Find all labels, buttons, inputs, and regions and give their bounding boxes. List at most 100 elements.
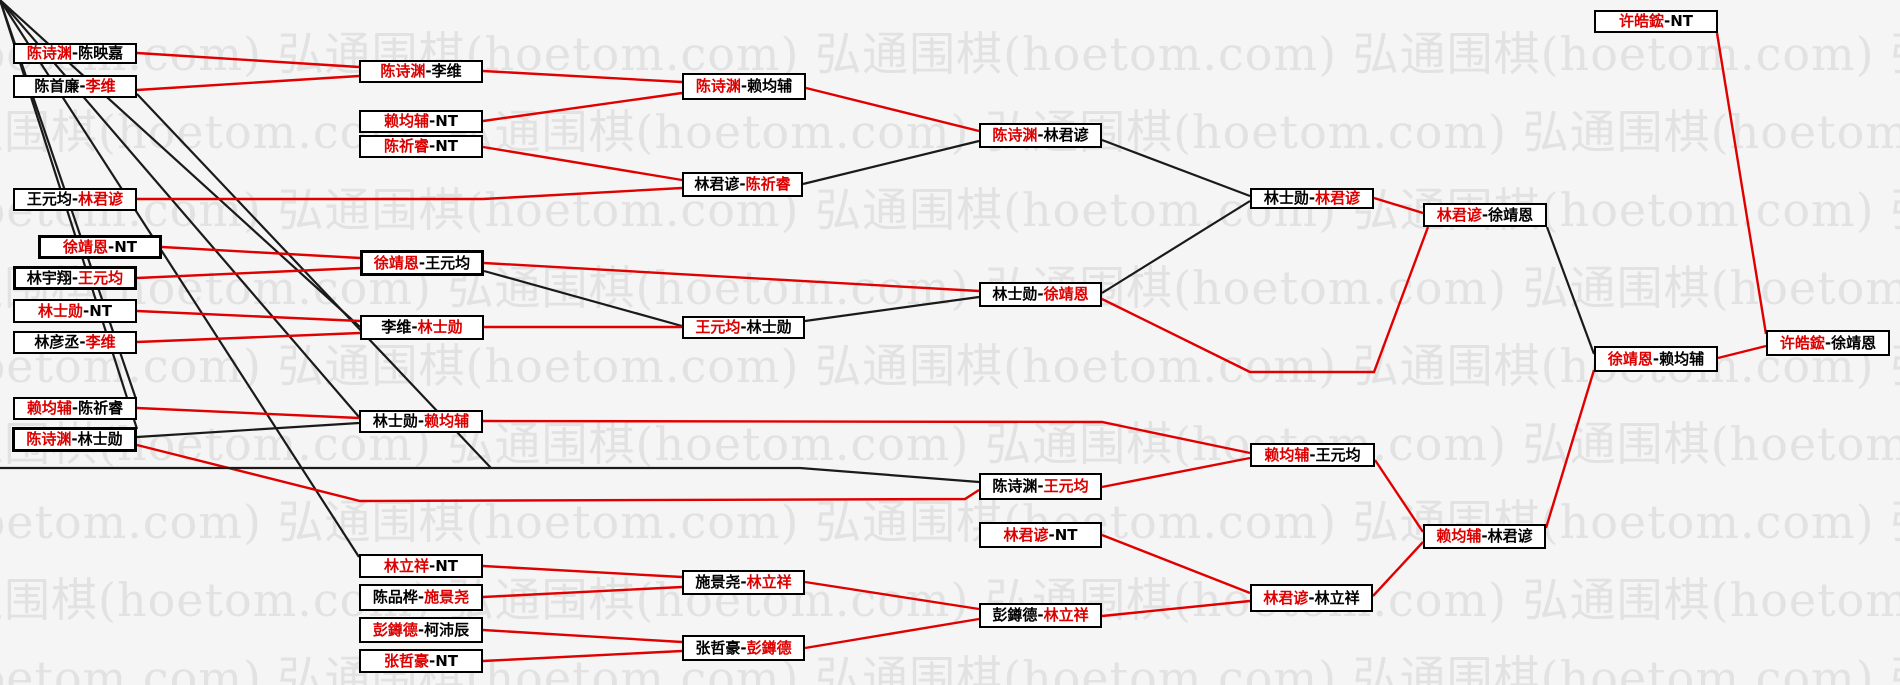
loser-name: -NT: [429, 651, 459, 670]
winner-name: 林君谚: [1003, 525, 1049, 544]
match-box-linyancheng-liwei[interactable]: 林彦丞-李维: [13, 331, 137, 354]
match-box-laijunfu-chenqirui[interactable]: 赖均辅-陈祈睿: [13, 397, 137, 420]
match-box-pengzunde-linlixiang[interactable]: 彭鐏德-林立祥: [979, 603, 1102, 628]
match-box-laijunfu-wangyuanjun[interactable]: 赖均辅-王元均: [1250, 443, 1375, 467]
match-box-linshixun-laijunfu[interactable]: 林士勋-赖均辅: [359, 410, 483, 433]
match-box-chenshiyuan-wangyuanjun[interactable]: 陈诗渊-王元均: [979, 473, 1102, 500]
match-box-linjunyan-chenqirui[interactable]: 林君谚-陈祈睿: [682, 172, 803, 197]
match-box-linjunyan-xujingen[interactable]: 林君谚-徐靖恩: [1423, 203, 1547, 227]
loser-name: 王元均-: [26, 190, 79, 208]
winner-path-line: [1101, 226, 1430, 374]
match-box-chenqirui-nt[interactable]: 陈祈睿-NT: [359, 135, 483, 158]
winner-path-line: [1373, 196, 1424, 215]
watermark-text: 弘通围棋(hoetom.com) 弘通围棋(hoetom.com) 弘通围棋(h…: [0, 573, 1900, 627]
match-box-chenshiyuan-linjunyan[interactable]: 陈诗渊-林君谚: [979, 123, 1102, 148]
loser-name: -NT: [1664, 12, 1694, 30]
match-box-zhangzhehao-pengzunde[interactable]: 张哲豪-彭鐏德: [682, 635, 805, 661]
winner-name: 许皓鋐: [1779, 333, 1825, 352]
winner-name: 陈诗渊: [380, 62, 426, 80]
watermark-text: 弘通围棋(hoetom.com) 弘通围棋(hoetom.com) 弘通围棋(h…: [0, 495, 1900, 549]
winner-name: 林君谚: [1315, 189, 1361, 207]
match-box-xujingen-nt[interactable]: 徐靖恩-NT: [38, 235, 162, 259]
match-box-xujingen-wangyuanjun[interactable]: 徐靖恩-王元均: [360, 250, 484, 276]
match-box-linyuxiang-wangyuanjun[interactable]: 林宇翔-王元均: [13, 266, 137, 290]
winner-path-line: [136, 74, 360, 92]
loser-name: -林士勋: [71, 430, 123, 448]
loser-path-line: [804, 295, 980, 323]
winner-path-line: [804, 580, 980, 611]
match-box-linshixun-linjunyan[interactable]: 林士勋-林君谚: [1250, 188, 1374, 209]
match-box-zhangzhehao-nt[interactable]: 张哲豪-NT: [359, 649, 483, 673]
winner-path-line: [136, 309, 361, 323]
watermark-text: 弘通围棋(hoetom.com) 弘通围棋(hoetom.com) 弘通围棋(h…: [0, 183, 1900, 237]
match-box-linshixun-xujingen[interactable]: 林士勋-徐靖恩: [979, 282, 1102, 307]
match-box-chenpinhua-shijingyao[interactable]: 陈品桦-施景尧: [359, 584, 483, 611]
winner-name: 林立祥: [1043, 606, 1089, 624]
loser-name: 陈诗渊-: [992, 477, 1044, 495]
winner-path-line: [161, 245, 361, 260]
loser-name: -李维: [425, 62, 462, 80]
loser-name: 陈首廉-: [34, 77, 86, 95]
winner-path-line: [804, 617, 980, 650]
winner-name: 赖均辅: [1264, 445, 1310, 464]
winner-path-line: [136, 406, 360, 420]
winner-name: 陈祈睿: [745, 175, 791, 193]
match-box-pengzunde-kepeichen[interactable]: 彭鐏德-柯沛辰: [359, 617, 483, 643]
match-box-wangyuanjun-linshixun[interactable]: 王元均-林士勋: [682, 316, 805, 339]
match-box-linjunyan-nt[interactable]: 林君谚-NT: [979, 522, 1102, 548]
winner-name: 彭鐏德: [372, 620, 418, 639]
match-box-linlixiang-nt[interactable]: 林立祥-NT: [359, 554, 483, 578]
match-box-linjunyan-linlixiang[interactable]: 林君谚-林立祥: [1250, 584, 1373, 612]
winner-path-line: [805, 86, 980, 133]
winner-name: 李维: [85, 77, 116, 95]
match-box-liwei-linshixun[interactable]: 李维-林士勋: [360, 315, 484, 340]
winner-name: 林君谚: [1436, 205, 1482, 224]
match-box-linshixun-nt[interactable]: 林士勋-NT: [13, 299, 137, 323]
loser-name: -NT: [83, 301, 113, 320]
winner-path-line: [482, 91, 683, 123]
match-box-chenshiyuan-laijunfu[interactable]: 陈诗渊-赖均辅: [682, 73, 806, 100]
loser-name: 林士勋-: [372, 412, 425, 430]
winner-path-line: [482, 628, 683, 644]
loser-name: 林士勋-: [992, 285, 1044, 303]
winner-name: 李维: [85, 333, 116, 351]
match-box-xujingen-laijunfu[interactable]: 徐靖恩-赖均辅: [1594, 346, 1718, 372]
winner-name: 施景尧: [424, 588, 470, 606]
match-box-chenshiyuan-liwei[interactable]: 陈诗渊-李维: [359, 60, 483, 83]
winner-name: 赖均辅: [1436, 527, 1482, 545]
loser-name: -NT: [429, 137, 459, 155]
winner-path-line: [482, 585, 683, 599]
loser-name: -赖均辅: [740, 77, 793, 95]
loser-name: -NT: [1048, 525, 1078, 544]
winner-name: 张哲豪: [383, 651, 429, 670]
winner-name: 陈诗渊: [26, 44, 72, 62]
match-box-chenshiyuan-chenyingjia[interactable]: 陈诗渊-陈映嘉: [13, 43, 137, 64]
loser-name: 彭鐏德-: [992, 606, 1044, 624]
loser-name: 林彦丞-: [34, 333, 86, 351]
winner-path-line: [483, 261, 980, 293]
match-box-chenshiyuan-linshixun[interactable]: 陈诗渊-林士勋: [12, 427, 137, 452]
winner-name: 许皓鋐: [1618, 12, 1664, 30]
winner-path-line: [136, 51, 360, 69]
loser-name: -徐靖恩: [1481, 205, 1534, 224]
winner-path-line: [136, 331, 361, 344]
winner-path-line: [482, 649, 683, 663]
loser-name: -柯沛辰: [417, 620, 470, 639]
loser-name: -王元均: [418, 253, 471, 272]
winner-name: 林士勋: [37, 301, 83, 320]
winner-name: 林士勋: [417, 318, 463, 336]
match-box-laijunfu-linjunyan[interactable]: 赖均辅-林君谚: [1423, 524, 1546, 549]
winner-path-line: [1101, 533, 1251, 595]
loser-name: -陈映嘉: [71, 44, 124, 62]
watermark-text: 弘通围棋(hoetom.com) 弘通围棋(hoetom.com) 弘通围棋(h…: [0, 105, 1900, 159]
winner-name: 赖均辅: [383, 112, 429, 130]
winner-path-line: [1374, 459, 1424, 533]
winner-name: 林立祥: [746, 573, 792, 591]
match-box-xuhaohong-xujingen[interactable]: 许皓鋐-徐靖恩: [1766, 330, 1890, 356]
match-box-wangyuanjun-linjunyan[interactable]: 王元均-林君谚: [13, 188, 137, 211]
match-box-xuhaohong-nt[interactable]: 许皓鋐-NT: [1594, 10, 1718, 33]
match-box-laijunfu-nt[interactable]: 赖均辅-NT: [359, 110, 483, 133]
match-box-chenshoulian-liwei[interactable]: 陈首廉-李维: [13, 75, 137, 98]
match-box-shijingyao-linlixiang[interactable]: 施景尧-林立祥: [682, 570, 805, 595]
